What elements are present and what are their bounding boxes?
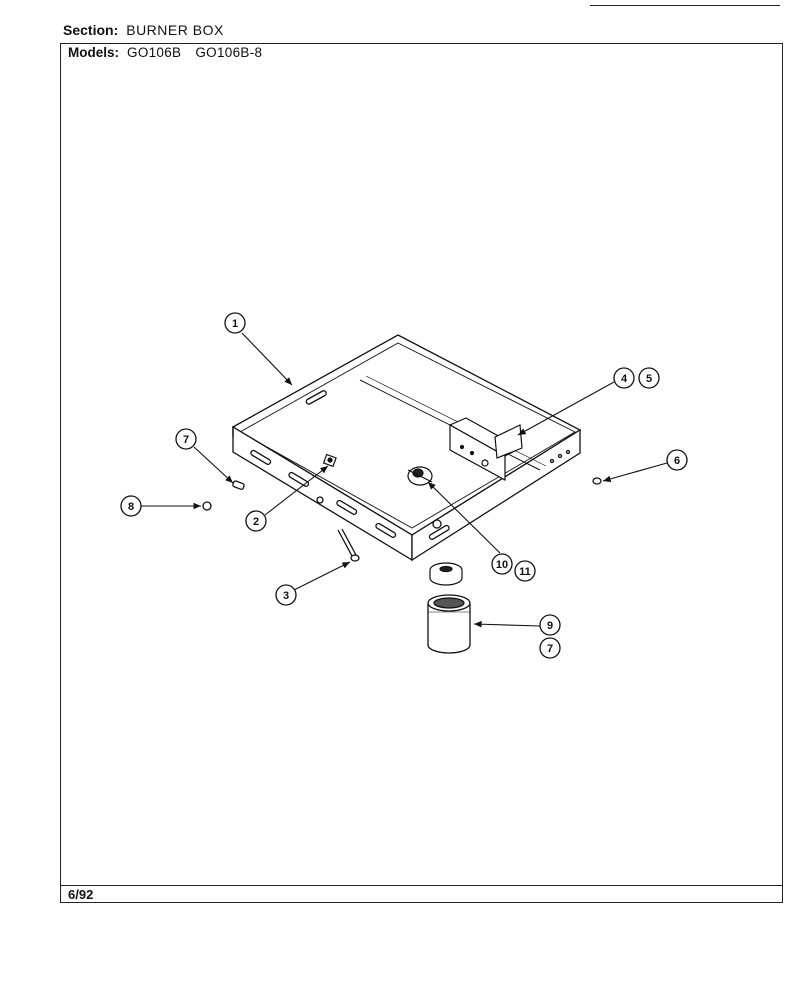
callout-3-circle bbox=[275, 584, 297, 606]
section-value: BURNER BOX bbox=[126, 22, 224, 38]
models-heading: Models: GO106B GO106B-8 bbox=[68, 45, 262, 60]
burner-cap-part bbox=[429, 562, 463, 586]
leader-2 bbox=[264, 465, 329, 516]
leader-1 bbox=[241, 332, 293, 386]
callout-6: 6 bbox=[674, 455, 680, 467]
callout-1: 1 bbox=[232, 318, 238, 330]
callout-11-circle bbox=[514, 560, 536, 582]
burner-box-tray bbox=[231, 334, 582, 562]
burner-jar-part bbox=[427, 594, 471, 654]
callout-6-circle bbox=[666, 449, 688, 471]
revision-date: 6/92 bbox=[68, 887, 94, 902]
callout-7b: 7 bbox=[547, 643, 553, 655]
footer-rule bbox=[60, 885, 783, 886]
mounting-bracket bbox=[448, 417, 523, 482]
leader-6 bbox=[602, 462, 668, 483]
section-heading: Section: BURNER BOX bbox=[63, 22, 224, 38]
callout-4-circle bbox=[613, 367, 635, 389]
nut-part bbox=[322, 453, 337, 468]
callout-11: 11 bbox=[519, 566, 531, 578]
callout-8-circle bbox=[120, 495, 142, 517]
leader-3 bbox=[293, 561, 351, 591]
model-2: GO106B-8 bbox=[195, 45, 263, 60]
diagram-frame bbox=[60, 43, 783, 903]
callout-5-circle bbox=[638, 367, 660, 389]
model-1: GO106B bbox=[127, 45, 182, 60]
callout-1-circle bbox=[224, 312, 246, 334]
orifice-part bbox=[407, 466, 433, 486]
screw-part bbox=[202, 501, 212, 511]
leader-4 bbox=[517, 381, 615, 436]
callout-4: 4 bbox=[621, 373, 628, 385]
callout-7b-circle bbox=[539, 637, 561, 659]
leader-10 bbox=[427, 481, 501, 554]
pin-part bbox=[592, 477, 602, 485]
leader-9 bbox=[473, 620, 541, 628]
callout-7-circle bbox=[175, 428, 197, 450]
callout-9: 9 bbox=[547, 620, 553, 632]
models-label: Models: bbox=[68, 45, 120, 60]
callout-9-circle bbox=[539, 614, 561, 636]
callout-2-circle bbox=[245, 510, 267, 532]
clip-part bbox=[232, 480, 245, 490]
callout-7: 7 bbox=[183, 434, 189, 446]
callout-5: 5 bbox=[646, 373, 652, 385]
callout-8: 8 bbox=[128, 501, 134, 513]
callout-2: 2 bbox=[253, 516, 259, 528]
bolt-part bbox=[337, 528, 360, 562]
callout-10-circle bbox=[491, 553, 513, 575]
callout-3: 3 bbox=[283, 590, 289, 602]
top-rule bbox=[590, 5, 780, 6]
callout-10: 10 bbox=[496, 559, 508, 571]
section-label: Section: bbox=[63, 22, 119, 38]
leader-7 bbox=[193, 446, 234, 484]
